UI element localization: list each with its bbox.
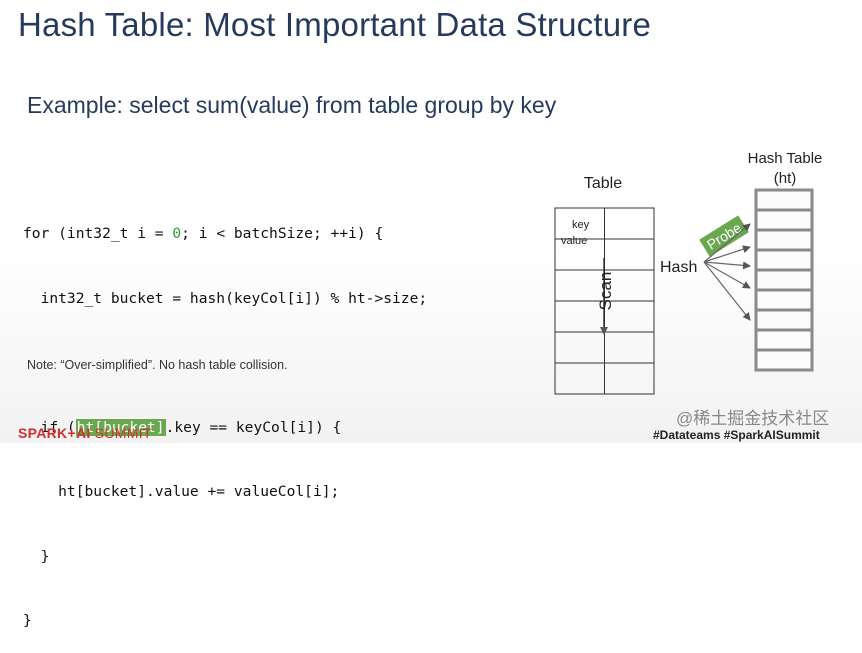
code-line-4: if (ht[bucket].key == keyCol[i]) { (23, 418, 342, 436)
hash-table-slots (754, 188, 814, 372)
hash-table-sublabel: (ht) (774, 170, 797, 187)
code-line-6: } (23, 547, 50, 565)
table-cell (554, 362, 605, 395)
watermark-text: @稀土掘金技术社区 (676, 409, 830, 428)
table-cell (604, 238, 655, 271)
table-cell-value: value (561, 235, 587, 247)
table-grid (554, 207, 655, 395)
hashtags: #Datateams #SparkAISummit (653, 428, 820, 442)
table-cell (604, 362, 655, 395)
code-number: 0 (172, 225, 182, 242)
code-line-5: ht[bucket].value += valueCol[i]; (23, 483, 340, 500)
note-text: Note: “Over-simplified”. No hash table c… (27, 358, 288, 372)
probe-arrow (703, 261, 751, 270)
hash-label: Hash (660, 259, 697, 276)
code-line-2: int32_t bucket = hash(keyCol[i]) % ht->s… (23, 289, 428, 307)
probe-arrows (703, 223, 751, 321)
hash-table-frame (754, 188, 814, 372)
table-cell (554, 331, 605, 364)
code-highlight: ht[bucket] (75, 418, 166, 436)
table-label: Table (584, 175, 622, 192)
table-cell (604, 207, 655, 240)
code-line-1: for (int32_t i = 0; i < batchSize; ++i) … (23, 225, 384, 242)
probe-arrow (703, 261, 751, 321)
scan-label: Scan (596, 272, 615, 311)
slide-subtitle: Example: select sum(value) from table gr… (27, 92, 557, 118)
probe-arrow (703, 245, 751, 263)
code-line-7: } (23, 612, 32, 629)
probe-badge: Probe (699, 215, 749, 257)
table-cell (604, 331, 655, 364)
slide-title: Hash Table: Most Important Data Structur… (18, 6, 652, 43)
hash-diagram: Table key value Scan Hash Probe Hash Tab… (554, 150, 823, 395)
probe-arrow (703, 223, 751, 263)
table-cell-key: key (572, 219, 590, 231)
spark-ai-summit-logo: SPARK+AI SUMMIT (18, 425, 152, 441)
probe-arrow (703, 261, 751, 289)
hash-table-label: Hash Table (748, 150, 823, 167)
